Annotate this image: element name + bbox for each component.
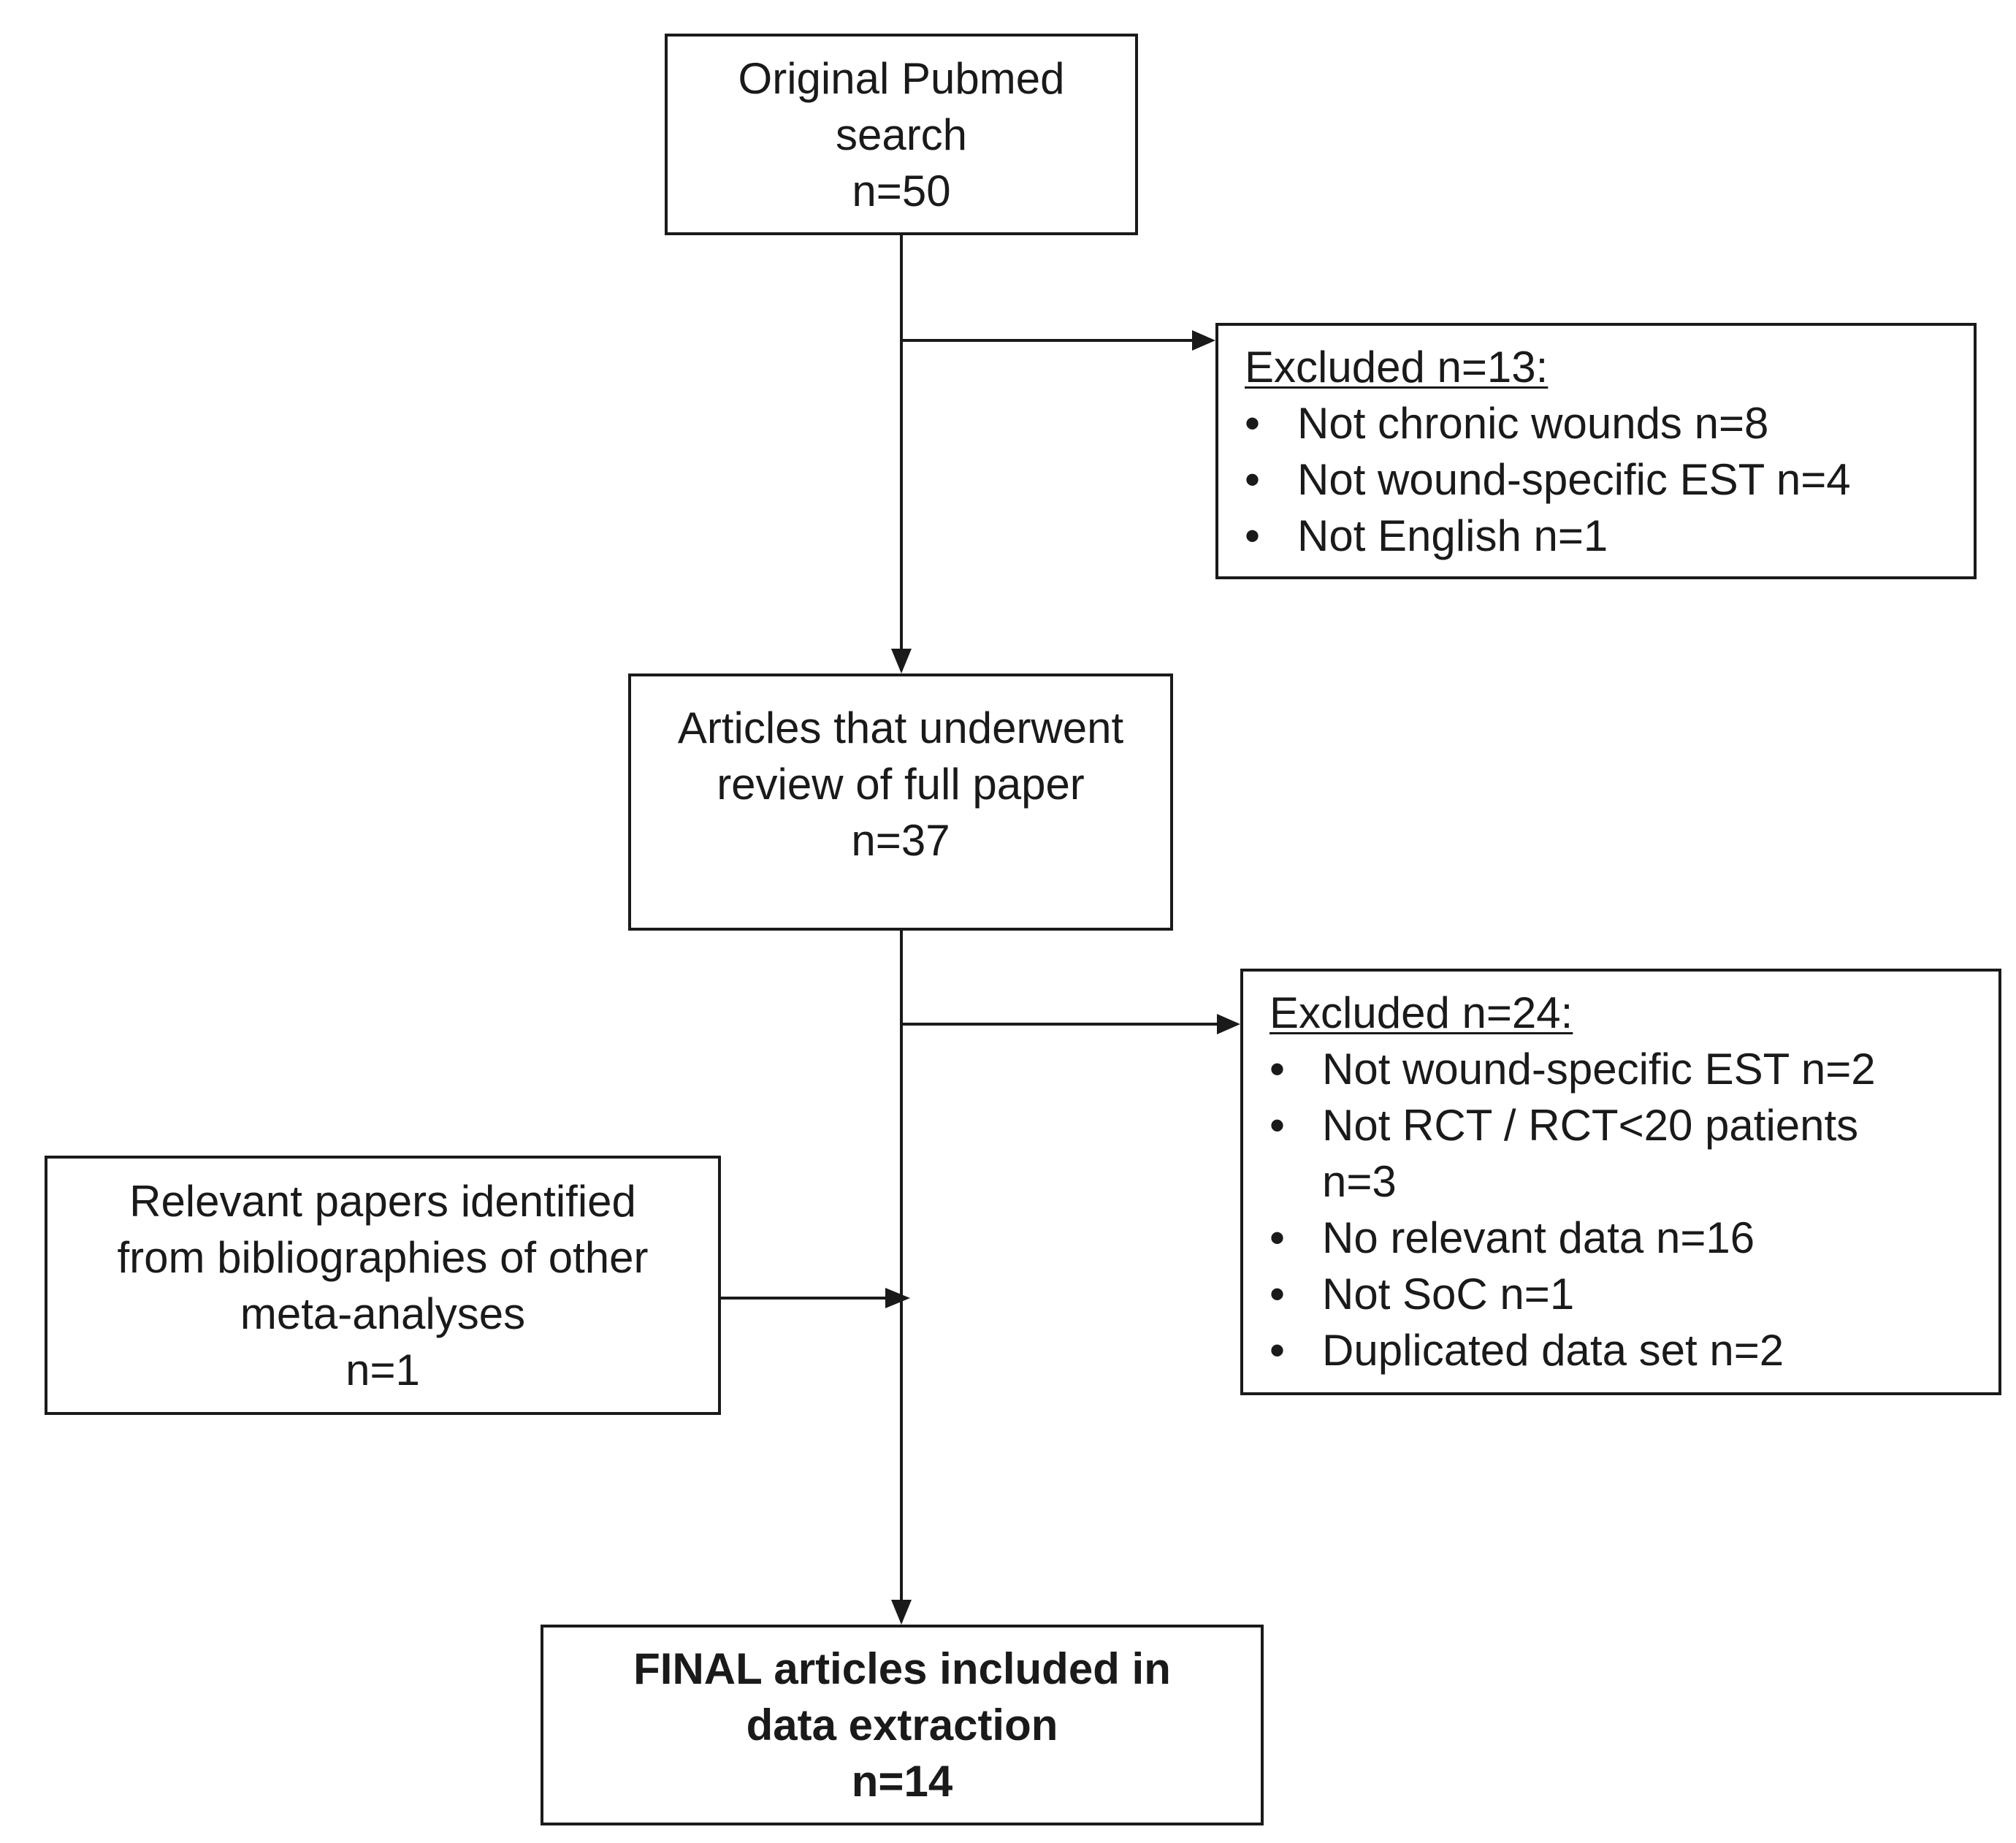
excluded-reason: Not RCT / RCT<20 patients n=3: [1322, 1101, 1859, 1206]
list-item: • Not SoC n=1: [1269, 1266, 1998, 1322]
list-item: • Not wound-specific EST n=4: [1245, 451, 1974, 508]
final-articles-box: FINAL articles included in data extracti…: [541, 1625, 1264, 1825]
pubmed-line-1: Original Pubmed: [738, 53, 1065, 103]
review-line-1: Articles that underwent: [677, 703, 1124, 752]
excluded-second-title: Excluded n=24:: [1269, 988, 1573, 1037]
bullet-icon: •: [1269, 1326, 1286, 1375]
bullet-icon: •: [1269, 1045, 1286, 1094]
list-item: • Not chronic wounds n=8: [1245, 395, 1974, 451]
bib-line-3: meta-analyses: [240, 1289, 526, 1338]
final-count: n=14: [851, 1757, 953, 1806]
pubmed-line-2: search: [835, 110, 968, 159]
excluded-reason: Not English n=1: [1297, 511, 1608, 560]
excluded-first-list: • Not chronic wounds n=8 • Not wound-speci…: [1245, 395, 1974, 564]
bullet-icon: •: [1245, 511, 1261, 560]
excluded-second-list: • Not wound-specific EST n=2 • Not RCT / R…: [1269, 1041, 1998, 1378]
bullet-icon: •: [1245, 455, 1261, 504]
bullet-icon: •: [1269, 1270, 1286, 1319]
list-item: • Not English n=1: [1245, 508, 1974, 564]
list-item: • No relevant data n=16: [1269, 1210, 1998, 1266]
list-item: • Not wound-specific EST n=2: [1269, 1041, 1998, 1097]
bullet-icon: •: [1245, 399, 1261, 448]
bib-line-1: Relevant papers identified: [129, 1176, 636, 1226]
list-item: • Duplicated data set n=2: [1269, 1322, 1998, 1378]
review-count: n=37: [851, 815, 950, 865]
excluded-first-title: Excluded n=13:: [1245, 343, 1549, 392]
arrowhead-excluded-second: [1217, 1014, 1240, 1034]
review-line-2: review of full paper: [717, 759, 1085, 809]
bullet-icon: •: [1269, 1101, 1286, 1150]
final-line-1: FINAL articles included in: [633, 1644, 1171, 1693]
excluded-second-box: Excluded n=24: • Not wound-specific EST n…: [1240, 969, 2001, 1395]
excluded-reason: No relevant data n=16: [1322, 1213, 1755, 1262]
pubmed-search-box: Original Pubmed search n=50: [665, 34, 1138, 235]
arrowhead-excluded-first: [1192, 330, 1215, 351]
bullet-icon: •: [1269, 1213, 1286, 1262]
list-item: • Not RCT / RCT<20 patients n=3: [1269, 1097, 1998, 1210]
arrowhead-bib: [885, 1288, 910, 1308]
excluded-reason: Duplicated data set n=2: [1322, 1326, 1784, 1375]
excluded-reason: Not wound-specific EST n=4: [1297, 455, 1851, 504]
bibliographies-box: Relevant papers identified from bibliogr…: [45, 1156, 721, 1415]
excluded-reason: Not chronic wounds n=8: [1297, 399, 1769, 448]
bib-line-2: from bibliographies of other: [117, 1232, 649, 1282]
excluded-reason: Not SoC n=1: [1322, 1270, 1575, 1319]
excluded-reason: Not wound-specific EST n=2: [1322, 1045, 1876, 1094]
bib-count: n=1: [345, 1345, 420, 1394]
pubmed-count: n=50: [852, 166, 951, 215]
arrowhead-final: [891, 1600, 912, 1625]
arrowhead-review: [891, 649, 912, 674]
excluded-first-box: Excluded n=13: • Not chronic wounds n=8 •…: [1215, 323, 1977, 579]
full-review-box: Articles that underwent review of full p…: [628, 674, 1173, 931]
final-line-2: data extraction: [746, 1701, 1058, 1749]
